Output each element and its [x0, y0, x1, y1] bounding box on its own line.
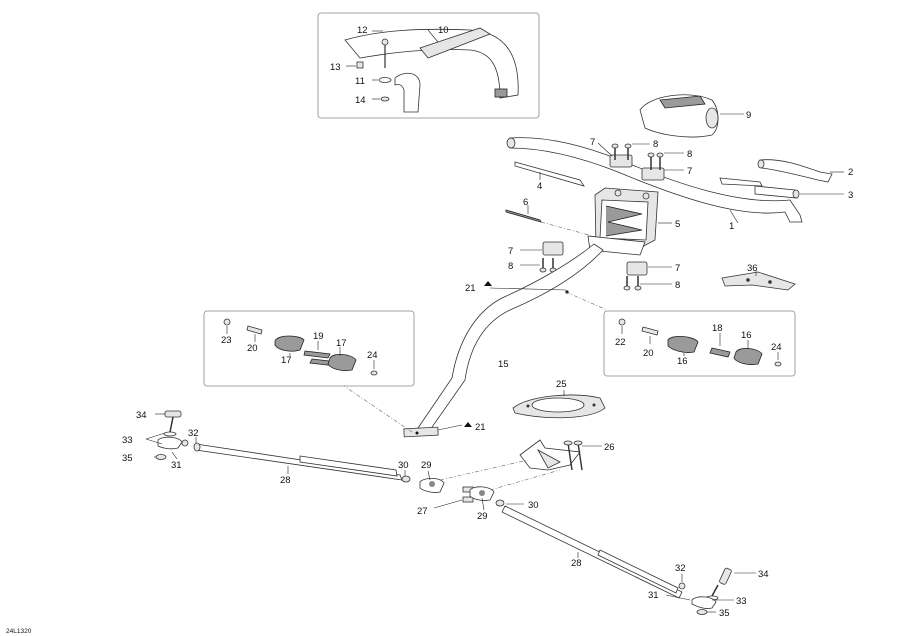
tie-rod-upper-28 [193, 442, 403, 481]
label-11: 11 [355, 76, 365, 87]
detail-box-handlebar-pad [317, 12, 540, 119]
label-13: 13 [330, 62, 341, 73]
label-32b: 32 [675, 563, 686, 574]
label-36: 36 [747, 263, 758, 274]
label-12: 12 [357, 25, 368, 36]
label-32a: 32 [188, 428, 199, 439]
label-33b: 33 [736, 596, 747, 607]
tie-rod-end-upper-left [155, 410, 189, 460]
label-28a: 28 [280, 475, 291, 486]
label-24b: 24 [771, 342, 782, 353]
rod-6 [505, 209, 542, 223]
bracket-36 [721, 271, 796, 291]
label-14: 14 [355, 95, 366, 106]
label-27: 27 [417, 506, 428, 517]
label-30a: 30 [398, 460, 409, 471]
tie-rod-lower-28 [501, 505, 683, 599]
clamp-assembly-left [223, 318, 378, 376]
clamp-assembly-right [618, 318, 782, 367]
label-21a: 21 [465, 283, 476, 294]
label-31b: 31 [648, 590, 659, 601]
label-34b: 34 [758, 569, 769, 580]
label-10: 10 [438, 25, 449, 36]
label-16b: 16 [741, 330, 752, 341]
label-8d: 8 [675, 280, 680, 291]
label-29b: 29 [477, 511, 488, 522]
steering-column-15 [403, 243, 604, 438]
label-34a: 34 [136, 410, 147, 421]
label-18: 18 [712, 323, 723, 334]
label-8c: 8 [508, 261, 513, 272]
label-31a: 31 [171, 460, 182, 471]
label-21b: 21 [475, 422, 486, 433]
label-1: 1 [729, 221, 734, 232]
label-33a: 33 [122, 435, 133, 446]
handlebar-pad-detail [344, 27, 519, 113]
label-29a: 29 [421, 460, 432, 471]
label-2: 2 [848, 167, 853, 178]
label-23: 23 [221, 335, 232, 346]
handlebar-grip-3 [754, 185, 800, 199]
detail-box-right [603, 310, 796, 377]
label-16a: 16 [677, 356, 688, 367]
handlebar-cover-9 [639, 94, 719, 138]
part-labels: 12 10 13 11 14 9 7 8 8 7 2 3 4 6 5 1 7 8… [6, 25, 853, 635]
label-3: 3 [848, 190, 853, 201]
pedestal-cover-25 [512, 394, 606, 419]
label-7b: 7 [687, 166, 692, 177]
label-6: 6 [523, 197, 528, 208]
rod-4 [514, 161, 585, 187]
clamp-bolts-bottom [539, 241, 648, 291]
label-8b: 8 [687, 149, 692, 160]
label-19: 19 [313, 331, 324, 342]
clamp-bolts-top [609, 143, 665, 181]
detail-box-left [203, 310, 415, 387]
label-5: 5 [675, 219, 680, 230]
tie-rod-end-lower-right [678, 567, 732, 615]
label-20b: 20 [643, 348, 654, 359]
support-bracket-26 [519, 439, 583, 471]
label-4: 4 [537, 181, 542, 192]
label-8a: 8 [653, 139, 658, 150]
ball-joint-29-30-upper [401, 475, 445, 493]
label-35b: 35 [719, 608, 730, 619]
riser-5 [587, 187, 659, 256]
label-24a: 24 [367, 350, 378, 361]
handlebar-grip-2 [757, 159, 833, 183]
label-9: 9 [746, 110, 751, 121]
label-25: 25 [556, 379, 567, 390]
label-17a: 17 [281, 355, 292, 366]
label-22: 22 [615, 337, 626, 348]
label-35a: 35 [122, 453, 133, 464]
label-26: 26 [604, 442, 615, 453]
diagram-code: 24L1320 [6, 628, 32, 635]
label-7a: 7 [590, 137, 595, 148]
ball-joint-27-29-30-lower [462, 486, 505, 507]
label-15: 15 [498, 359, 509, 370]
label-30b: 30 [528, 500, 539, 511]
label-7d: 7 [675, 263, 680, 274]
label-17b: 17 [336, 338, 347, 349]
label-20a: 20 [247, 343, 258, 354]
label-7c: 7 [508, 246, 513, 257]
label-28b: 28 [571, 558, 582, 569]
